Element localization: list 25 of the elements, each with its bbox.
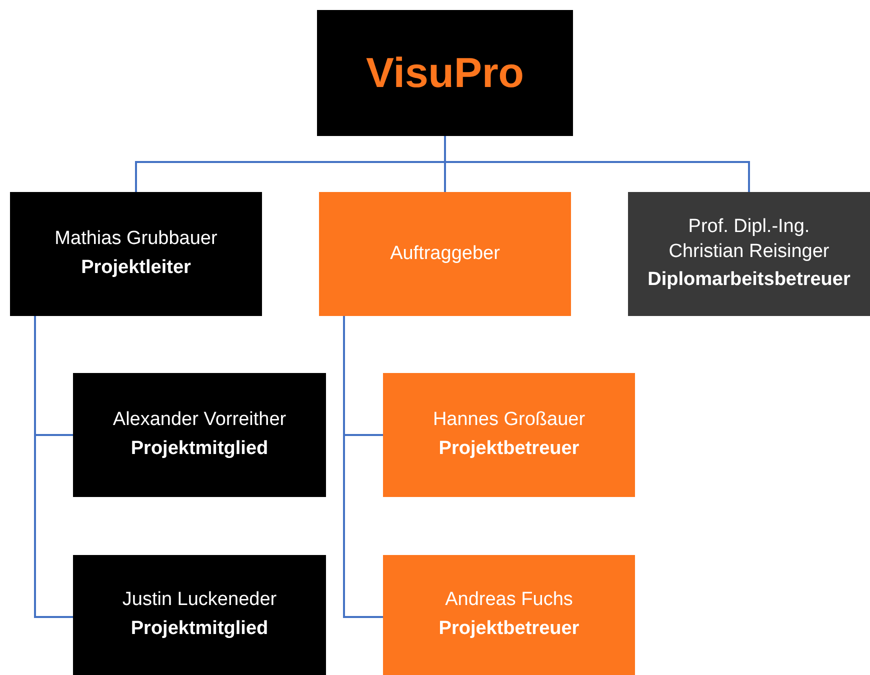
person-box <box>73 373 326 497</box>
person-box <box>73 555 326 675</box>
person-box <box>383 555 635 675</box>
connector-line <box>444 136 750 192</box>
connector-line <box>343 316 383 618</box>
role-label: Projektbetreuer <box>438 437 580 461</box>
person-name: Mathias Grubbauer <box>54 227 218 252</box>
person-box <box>10 192 262 316</box>
role-label: Diplomarbeitsbetreuer <box>648 268 850 292</box>
person-name: Andreas Fuchs <box>445 588 573 612</box>
person-box <box>383 373 635 497</box>
role-label: Projektmitglied <box>130 437 268 461</box>
role-label: Projektbetreuer <box>438 617 580 641</box>
role-label: Projektmitglied <box>130 617 268 641</box>
person-name: Prof. Dipl.-Ing. Christian Reisinger <box>668 214 830 264</box>
project-title: VisuPro <box>366 48 524 98</box>
person-name: Hannes Großauer <box>432 408 586 432</box>
person-box <box>319 192 571 316</box>
title-box <box>317 10 573 136</box>
role-label: Auftraggeber <box>390 242 500 266</box>
person-name: Justin Luckeneder <box>122 588 277 612</box>
connector-line <box>34 316 73 618</box>
person-box <box>628 192 870 316</box>
role-label: Projektleiter <box>81 256 191 280</box>
person-name: Alexander Vorreither <box>112 408 286 432</box>
